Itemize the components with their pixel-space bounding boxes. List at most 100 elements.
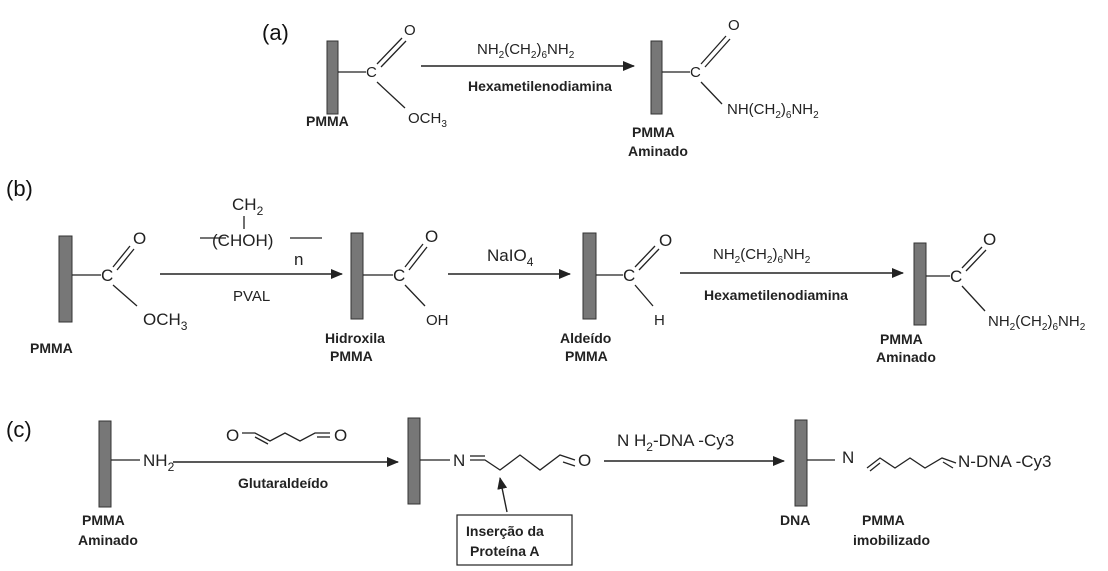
- hydroxyl-name-line1: Hidroxila: [325, 330, 385, 346]
- nitrogen-atom: N: [842, 448, 854, 467]
- panel-a-product: C O NH(CH2)6NH2 PMMA Aminado: [628, 17, 819, 159]
- pmma-surface-bar: [350, 232, 364, 320]
- carbon-atom: C: [101, 266, 113, 285]
- panel-b-hydroxyl: C O OH Hidroxila PMMA: [325, 227, 449, 364]
- pmma-surface-bar: [913, 242, 927, 326]
- bond: [112, 284, 138, 307]
- amine-group: NH2: [143, 451, 175, 474]
- final-name-line2: imobilizado: [853, 532, 930, 548]
- double-bond: [942, 461, 954, 469]
- oxygen-atom: O: [983, 230, 996, 249]
- panel-a: (a) C O OCH3 PMMA NH2(CH2)6NH2 Hexametil…: [262, 17, 819, 159]
- start-name: PMMA: [30, 340, 73, 356]
- double-bond: [965, 249, 987, 272]
- panel-a-reactant: C O OCH3 PMMA: [306, 22, 447, 130]
- oxygen-atom: O: [133, 229, 146, 248]
- pmma-surface-bar: [326, 40, 339, 115]
- panel-b-aldehyde: C O H Aldeído PMMA: [560, 231, 672, 364]
- note-line1: Inserção da: [466, 523, 544, 539]
- glutaraldehyde-chain: [242, 432, 330, 442]
- panel-c-start: NH2 PMMA Aminado: [78, 420, 175, 548]
- panel-c-step2-arrow: N H2-DNA -Cy3: [604, 431, 785, 466]
- bond: [700, 81, 723, 105]
- insertion-arrow: [497, 477, 508, 513]
- panel-b: (b) C O OCH3 PMMA CH2 (CHOH) n PVAL: [6, 176, 1086, 365]
- step1-reagent: PVAL: [233, 288, 270, 305]
- panel-b-step1-arrow: CH2 (CHOH) n PVAL: [160, 195, 343, 305]
- pmma-surface-bar: [650, 40, 663, 115]
- pmma-surface-bar: [794, 419, 808, 507]
- bond: [634, 284, 654, 307]
- double-bond: [380, 40, 407, 68]
- double-bond: [116, 248, 135, 271]
- pmma-surface-bar: [407, 417, 421, 505]
- panel-c-final: N N-DNA -Cy3 DNA PMMA imobilizado: [780, 419, 1052, 548]
- reagent-name: Hexametilenodiamina: [468, 78, 612, 94]
- final-name-line2: Aminado: [876, 349, 936, 365]
- final-name-line1: PMMA: [880, 331, 923, 347]
- step2-reagent: NaIO4: [487, 246, 534, 269]
- hydrogen-atom: H: [654, 312, 665, 329]
- methoxy-group: OCH3: [143, 310, 188, 333]
- panel-b-start: C O OCH3 PMMA: [30, 229, 188, 356]
- panel-b-step2-arrow: NaIO4: [448, 246, 571, 279]
- double-bond: [404, 243, 424, 268]
- aldehyde-name-line2: PMMA: [565, 348, 608, 364]
- amine-group: NH2(CH2)6NH2: [988, 313, 1086, 333]
- pval-n: n: [294, 250, 303, 269]
- oxygen-atom: O: [659, 231, 672, 250]
- carbon-atom: C: [950, 267, 962, 286]
- product-name-line1: PMMA: [632, 124, 675, 140]
- carbon-atom: C: [623, 266, 635, 285]
- product-name-line2: Aminado: [628, 143, 688, 159]
- panel-c-intermediate: N O Inserção da Proteína A: [407, 417, 591, 566]
- methoxy-group: OCH3: [408, 110, 447, 130]
- nitrogen-atom: N: [453, 451, 465, 470]
- step3-name: Hexametilenodiamina: [704, 287, 848, 303]
- pmma-surface-bar: [58, 235, 73, 323]
- bond: [404, 284, 426, 307]
- double-bond: [376, 37, 403, 65]
- start-name-line1: PMMA: [82, 512, 125, 528]
- double-bond: [408, 246, 428, 271]
- linker-chain: [866, 457, 957, 469]
- double-bond: [638, 248, 660, 271]
- dna-cy3-label: N-DNA -Cy3: [958, 452, 1052, 471]
- panel-c-label: (c): [6, 417, 32, 442]
- oxygen-atom: O: [425, 227, 438, 246]
- step3-formula: NH2(CH2)6NH2: [713, 246, 811, 266]
- pval-repeat-unit: (CHOH): [212, 231, 273, 250]
- double-bond: [961, 246, 983, 269]
- note-box: [456, 514, 573, 566]
- carbon-atom: C: [393, 266, 405, 285]
- double-bond: [254, 436, 269, 445]
- double-bond: [700, 35, 727, 65]
- panel-c: (c) NH2 PMMA Aminado O O Glutaraldeído N: [6, 417, 1052, 566]
- bond: [376, 81, 406, 109]
- final-name-line1: PMMA: [862, 512, 905, 528]
- double-bond: [112, 245, 131, 268]
- double-bond: [869, 462, 881, 472]
- double-bond: [562, 461, 576, 467]
- oxygen-atom: O: [404, 22, 416, 39]
- start-name-line2: Aminado: [78, 532, 138, 548]
- carbon-atom: C: [690, 64, 701, 81]
- pmma-surface-bar: [582, 232, 597, 320]
- pmma-surface-bar: [98, 420, 112, 508]
- carbon-atom: C: [366, 64, 377, 81]
- panel-a-label: (a): [262, 20, 289, 45]
- glutaraldehyde-oxygen-right: O: [334, 426, 347, 445]
- panel-b-label: (b): [6, 176, 33, 201]
- double-bond: [634, 245, 656, 268]
- panel-c-step1-arrow: O O Glutaraldeído: [173, 426, 399, 491]
- bond: [961, 285, 986, 312]
- hydroxyl-group: OH: [426, 312, 449, 329]
- oxygen-atom: O: [728, 17, 740, 34]
- aldehyde-name-line1: Aldeído: [560, 330, 611, 346]
- reagent-formula: NH2(CH2)6NH2: [477, 41, 575, 61]
- panel-b-final: C O NH2(CH2)6NH2 PMMA Aminado: [876, 230, 1086, 365]
- panel-b-step3-arrow: NH2(CH2)6NH2 Hexametilenodiamina: [680, 246, 904, 303]
- dna-label: DNA: [780, 512, 810, 528]
- reactant-name: PMMA: [306, 113, 349, 129]
